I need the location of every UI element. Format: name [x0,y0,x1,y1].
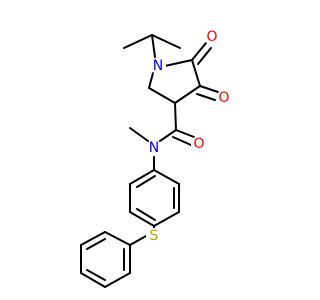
structure-diagram: N O O O N S [80,29,232,288]
bond-c5-n1 [148,72,154,89]
atom-s1: S [146,228,162,244]
atom-o1: O [204,29,220,45]
atom-s1-label: S [150,228,159,244]
atom-n1-label: N [153,58,163,74]
molecule-canvas: N O O O N S [80,29,232,288]
atom-labels-layer: N O O O N S [146,29,232,244]
bond-isopropyl-methyl-right [151,34,181,49]
bond-isopropyl-methyl-left [123,34,153,49]
bond-ringA-6 [129,169,155,185]
bond-ringA-inner-2 [136,208,156,221]
bond-s-ringB [129,235,147,246]
bond-c2-o1-a [191,42,207,61]
bond-c3-o2-a [199,85,219,93]
bond-c2-o1-b [197,47,212,65]
bond-c3-c4 [174,85,201,104]
bond-c3-o2-b [196,93,216,101]
bond-ringA-1 [153,169,180,185]
bond-amide-c-n2 [159,129,177,142]
atom-o3: O [191,136,207,152]
bonds-layer [80,34,219,288]
atom-n1: N [150,58,166,74]
atom-n2: N [146,140,162,156]
bond-n2-methyl [129,127,149,142]
bond-ringB-1 [104,231,131,246]
bond-ringB-2 [80,231,106,246]
bond-ringA-4 [129,211,155,227]
atom-o2: O [216,90,232,106]
bond-amide-c-o3-b [172,136,192,146]
bond-c4-amide-c [174,102,177,131]
bond-ringA-inner-3 [136,175,156,188]
bond-n1-c2 [164,59,193,67]
bond-ringB-5 [104,272,131,288]
bond-c2-c3 [191,59,201,87]
atom-o2-label: O [218,90,229,106]
bond-amide-c-o3-a [175,129,195,138]
bond-ringB-inner-1 [86,238,106,250]
atom-o3-label: O [193,136,204,152]
bond-c4-c5 [148,87,176,104]
atom-o1-label: O [206,29,217,45]
bond-ringA-3 [153,211,180,227]
atom-n2-label: N [149,140,159,156]
bond-ringB-4 [80,272,106,288]
bond-isopropyl-to-n1 [151,34,156,58]
bond-ringB-inner-2 [86,269,106,281]
